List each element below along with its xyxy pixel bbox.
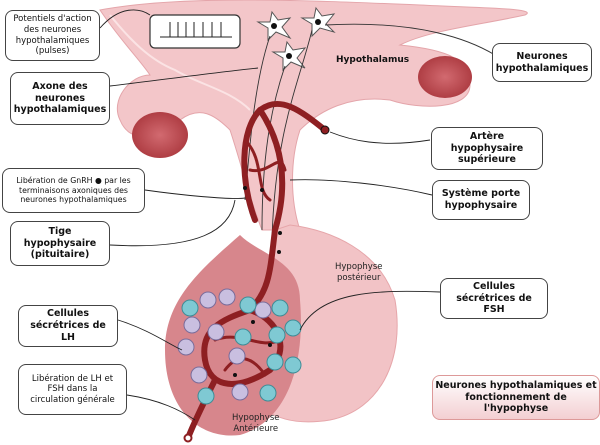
label-liberation-lh-fsh: Libération de LH et FSH dans la circulat…: [18, 364, 127, 415]
label-neurones: Neurones hypothalamiques: [492, 43, 592, 82]
label-hypophyse-anterieure: Hypophyse Antérieure: [232, 413, 280, 435]
label-potentiels: Potentiels d'action des neurones hypotha…: [5, 10, 100, 61]
hypothalamus-tissue: [99, 0, 528, 231]
fsh-cells: [181, 296, 302, 405]
posterior-pituitary: [264, 224, 398, 423]
right-bulb: [418, 56, 472, 98]
label-hypothalamus: Hypothalamus: [336, 55, 410, 65]
diagram-title: Neurones hypothalamiques et fonctionneme…: [432, 375, 600, 420]
label-axone: Axone des neurones hypothalamiques: [10, 72, 110, 125]
label-hypophyse-posterieur: Hypophyse postérieur: [335, 262, 383, 284]
label-cellules-fsh: Cellules sécrétrices de FSH: [440, 278, 548, 319]
label-systeme-porte: Système porte hypophysaire: [432, 180, 530, 220]
label-artere: Artère hypophysaire supérieure: [431, 127, 543, 170]
left-bulb: [132, 112, 188, 158]
pulse-box: [149, 14, 241, 49]
action-potential-pulses: [160, 22, 232, 38]
label-cellules-lh: Cellules sécrétrices de LH: [18, 305, 118, 347]
label-tige: Tige hypophysaire (pituitaire): [10, 221, 110, 266]
lh-cells: [177, 288, 272, 401]
label-liberation-gnrh: Libération de GnRH ● par les terminaison…: [2, 168, 145, 213]
leader-lines: [99, 9, 441, 421]
